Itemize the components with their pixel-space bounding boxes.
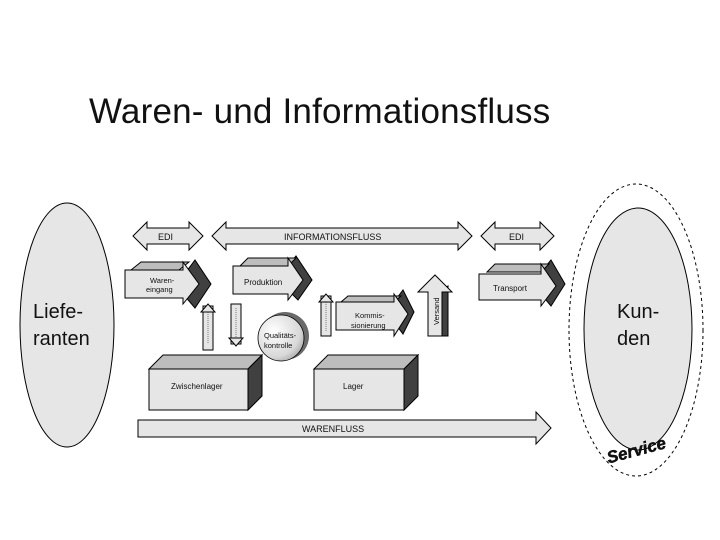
customers-ellipse: [583, 207, 693, 451]
kommissionierung-label-line1: Kommis-: [355, 311, 385, 320]
kommissionierung-arrow: [335, 292, 409, 338]
wareneingang-arrow: [124, 260, 200, 306]
qualitaetskontrolle-label-line1: Qualitäts-: [264, 331, 297, 340]
small-vertical-arrow-3: [317, 293, 335, 337]
lager-label: Lager: [343, 382, 364, 391]
lager-box: [313, 368, 405, 411]
suppliers-label-line2: ranten: [33, 328, 90, 350]
produktion-label: Produktion: [244, 278, 282, 287]
transport-arrow-top: [485, 263, 551, 273]
customers-label-line2: den: [617, 328, 650, 350]
zwischenlager-box-top: [147, 354, 264, 370]
kommissionierung-label-line2: sionierung: [351, 321, 386, 330]
edi-left-label: EDI: [158, 232, 173, 242]
edi-right-arrow: [480, 220, 555, 252]
service-ring: [568, 183, 704, 477]
produktion-arrow: [232, 256, 304, 302]
qualitaetskontrolle-circle: [257, 314, 305, 362]
edi-left-arrow: [132, 220, 204, 252]
suppliers-ellipse: [19, 202, 115, 448]
kommissionierung-arrow-top: [339, 295, 403, 303]
versand-arrow: [416, 274, 454, 337]
wareneingang-label-line2: eingang: [146, 285, 173, 294]
warenfluss-label: WARENFLUSS: [302, 424, 364, 434]
small-vertical-arrow-1: [199, 303, 217, 351]
zwischenlager-label: Zwischenlager: [171, 382, 223, 391]
wareneingang-label-line1: Waren-: [150, 276, 175, 285]
suppliers-label-line1: Liefe-: [33, 301, 83, 323]
edi-right-label: EDI: [509, 232, 524, 242]
wareneingang-arrow-top: [129, 261, 191, 271]
small-vertical-arrow-2: [227, 303, 245, 347]
versand-label: Versand: [432, 297, 441, 325]
transport-label: Transport: [493, 284, 528, 293]
customers-label-line1: Kun-: [617, 301, 659, 323]
qualitaetskontrolle-label-line2: kontrolle: [264, 341, 292, 350]
informationsfluss-arrow: [211, 220, 473, 252]
zwischenlager-box: [148, 368, 249, 411]
lager-box-top: [312, 354, 420, 370]
informationsfluss-label: INFORMATIONSFLUSS: [284, 232, 381, 242]
transport-arrow: [478, 262, 557, 308]
page-title: Waren- und Informationsfluss: [89, 92, 551, 131]
warenfluss-arrow: [137, 410, 552, 446]
